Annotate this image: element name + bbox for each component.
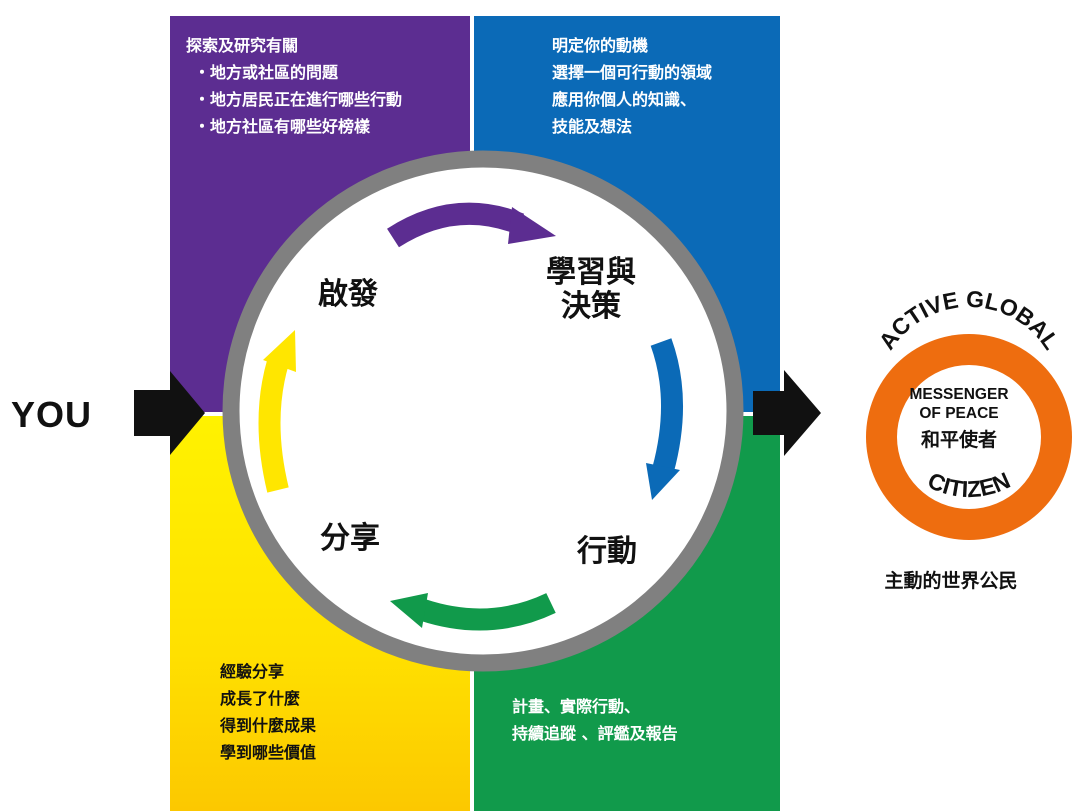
stage-learn-line2: 決策 [561, 289, 621, 324]
stage-share-label: 分享 [320, 521, 380, 556]
action-line: 計畫、實際行動、 [512, 697, 641, 716]
cycle-ring [222, 150, 744, 672]
learn-line: 明定你的動機 [552, 36, 649, 55]
badge-center-disc [897, 365, 1041, 509]
badge-line-messenger: MESSENGER [909, 386, 1009, 403]
purple-cycle-arrow [387, 202, 556, 248]
learn-line: 選擇一個可行動的領域 [552, 63, 713, 82]
stage-action-label: 行動 [577, 534, 637, 569]
blue-cycle-arrow [646, 338, 683, 500]
learn-line: 技能及想法 [552, 117, 633, 136]
inspire-heading: 探索及研究有關 [186, 36, 299, 55]
inspire-item: ・地方居民正在進行哪些行動 [194, 90, 403, 109]
learn-description: 明定你的動機 選擇一個可行動的領域 應用你個人的知識、 技能及想法 [552, 32, 712, 140]
share-line: 經驗分享 [220, 662, 285, 681]
stage-inspire-label: 啟發 [318, 277, 378, 312]
action-description: 計畫、實際行動、 持續追蹤 、評鑑及報告 [512, 693, 678, 747]
badge-chinese-title: 和平使者 [920, 429, 997, 451]
you-entry-arrow [134, 371, 205, 455]
you-label: YOU [11, 394, 93, 435]
green-cycle-arrow [390, 592, 556, 631]
inspire-item: ・地方社區有哪些好榜樣 [194, 117, 371, 136]
yellow-cycle-arrow [258, 330, 296, 493]
share-line: 成長了什麼 [220, 689, 301, 708]
share-line: 學到哪些價值 [220, 743, 317, 762]
share-line: 得到什麼成果 [220, 716, 317, 735]
inspire-description: 探索及研究有關 ・地方或社區的問題 ・地方居民正在進行哪些行動 ・地方社區有哪些… [186, 32, 402, 140]
learn-line: 應用你個人的知識、 [552, 90, 697, 109]
badge-center-text: MESSENGER OF PEACE 和平使者 [896, 385, 1022, 454]
share-description: 經驗分享 成長了什麼 得到什麼成果 學到哪些價值 [220, 658, 316, 766]
stage-learn-decide-label: 學習與 決策 [532, 256, 650, 324]
badge-line-of-peace: OF PEACE [919, 405, 999, 422]
action-line: 持續追蹤 、評鑑及報告 [512, 724, 678, 743]
badge-caption: 主動的世界公民 [884, 570, 1018, 592]
inspire-item: ・地方或社區的問題 [194, 63, 339, 82]
stage-learn-line1: 學習與 [546, 255, 636, 290]
exit-arrow [753, 370, 821, 456]
